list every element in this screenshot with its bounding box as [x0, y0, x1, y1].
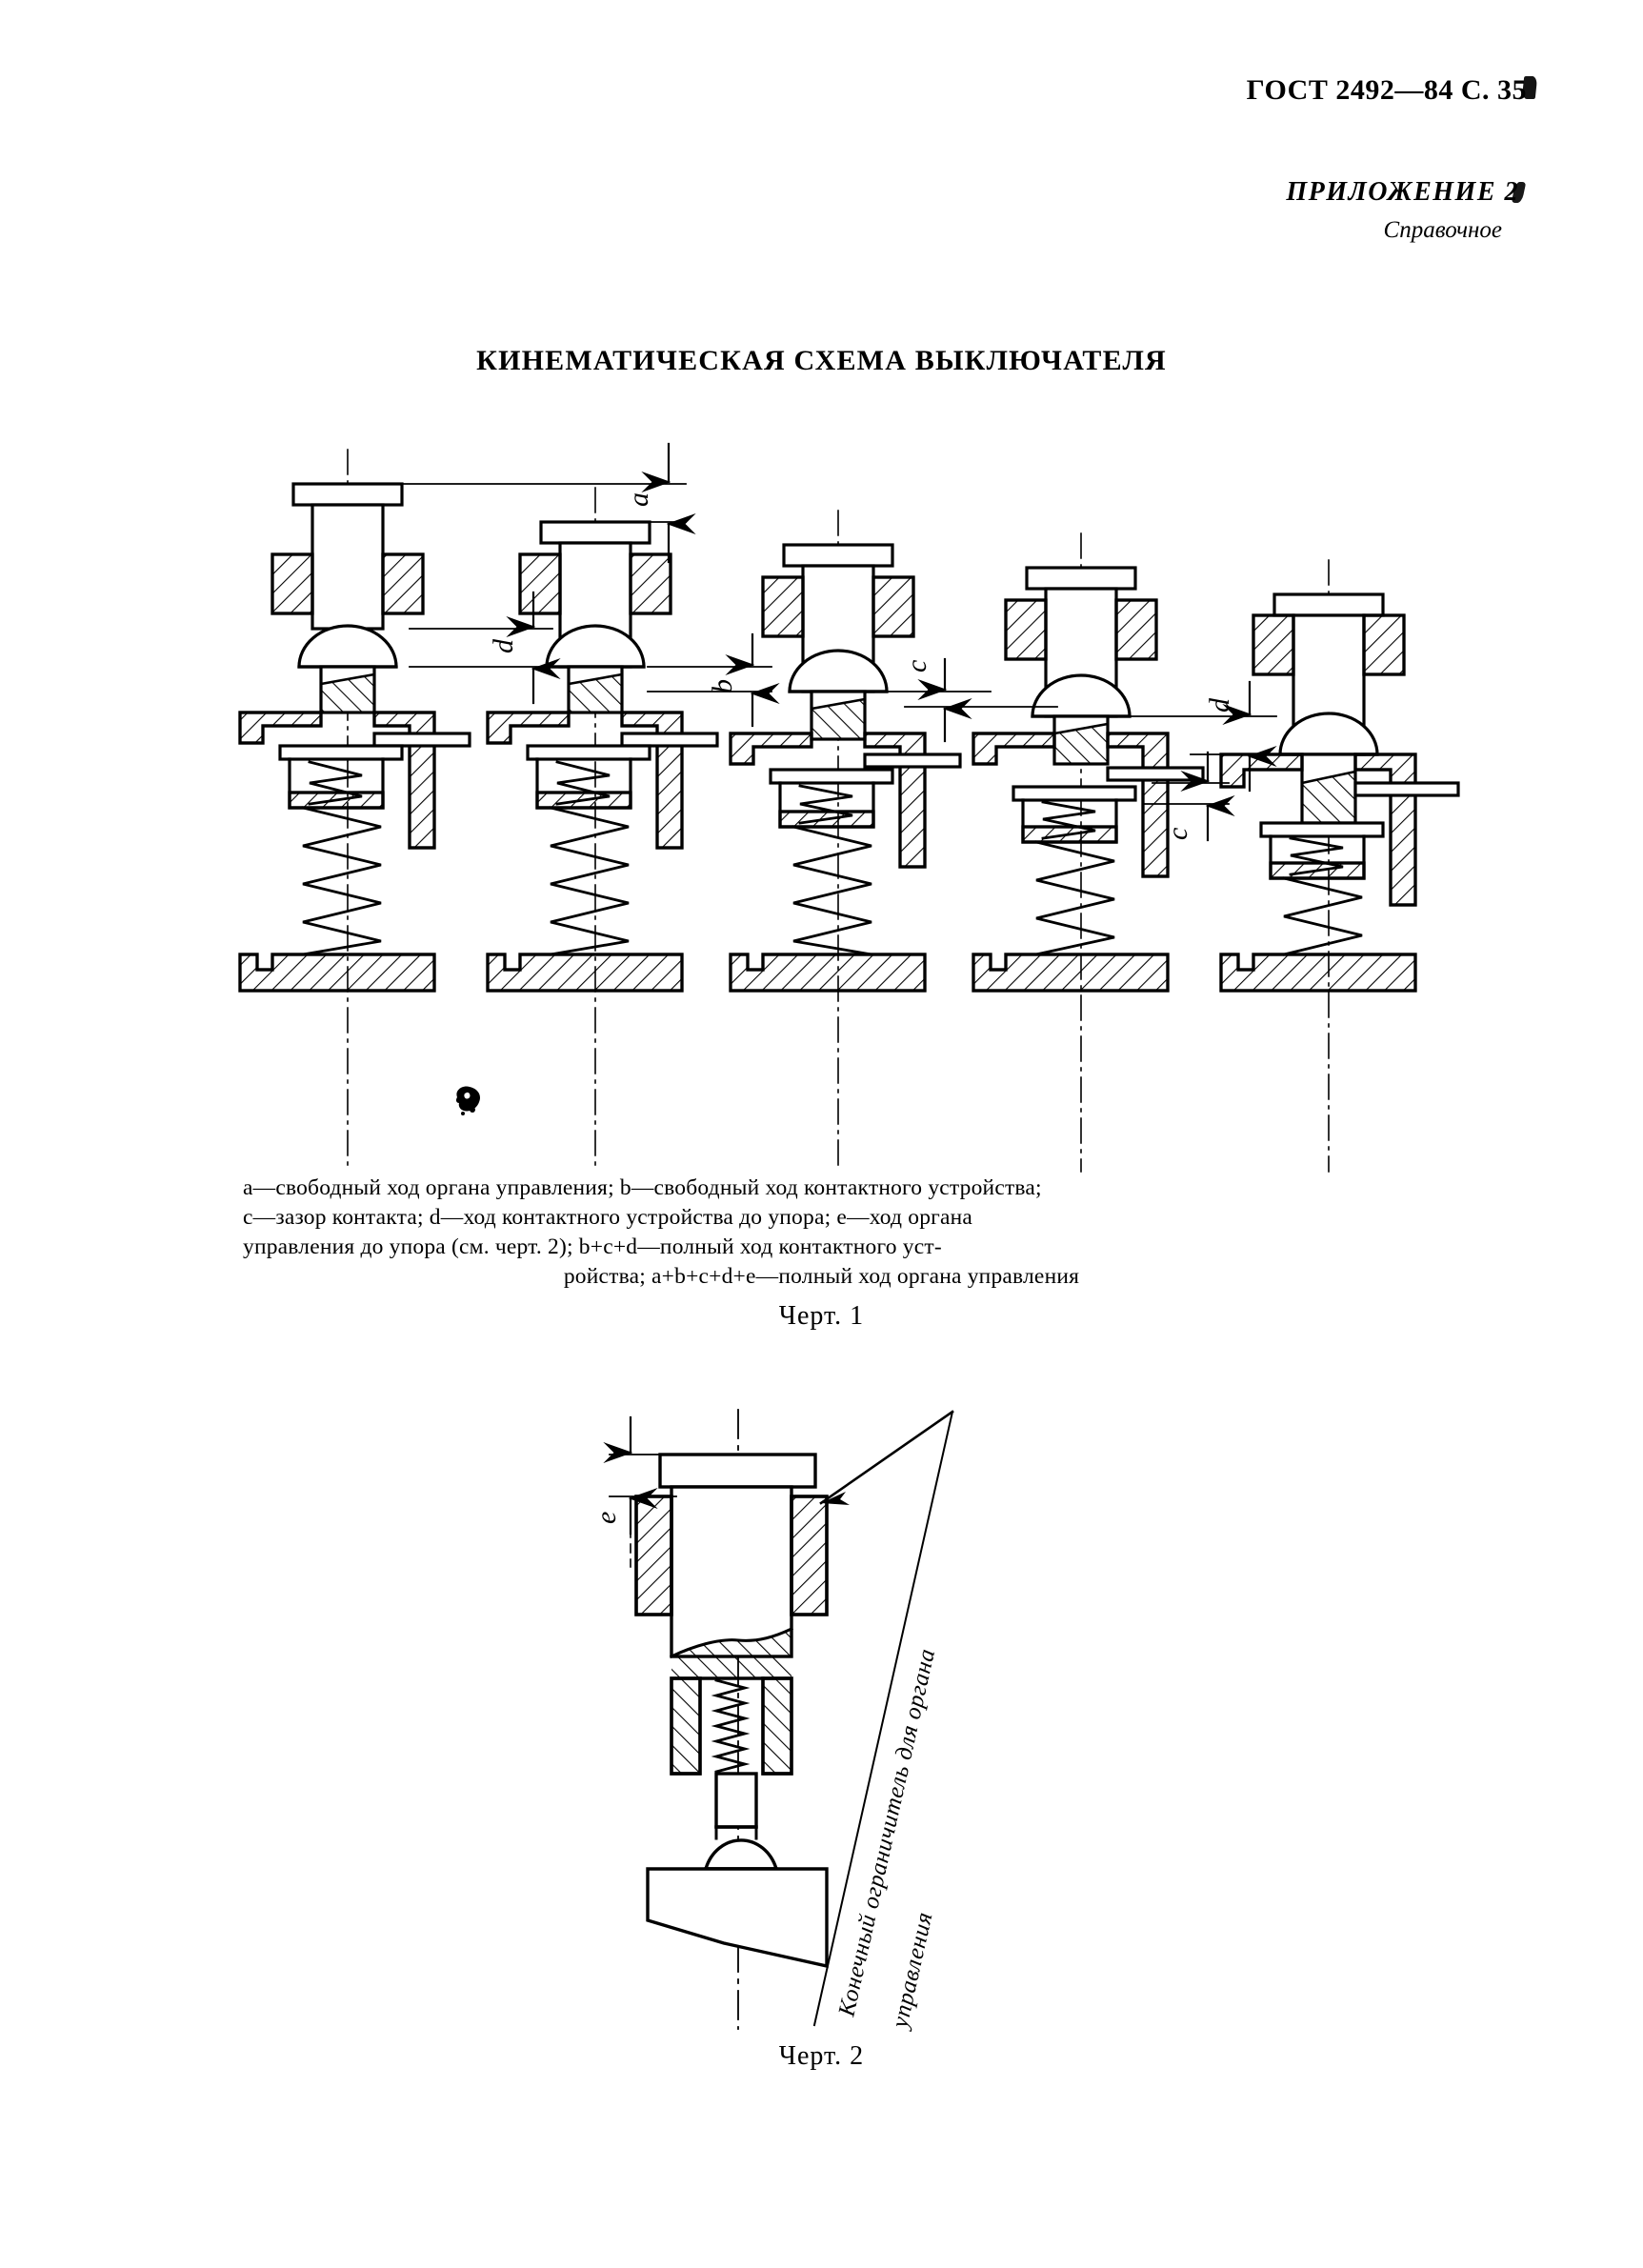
- page-title: КИНЕМАТИЧЕСКАЯ СХЕМА ВЫКЛЮЧАТЕЛЯ: [476, 345, 1167, 376]
- caption-line-1: a—свободный ход органа управления; b—сво…: [243, 1175, 1042, 1200]
- dimension-label-b: b: [707, 679, 738, 693]
- ink-blot-artifact: [451, 1084, 486, 1116]
- appendix-number: 2: [1504, 177, 1519, 207]
- dimension-c-stage3: [847, 657, 1058, 743]
- standard-number: ГОСТ 2492—84 С. 3: [1246, 74, 1513, 106]
- dimension-label-d2: d: [1204, 697, 1235, 713]
- caption-line-3: управления до упора (см. черт. 2); b+c+d…: [243, 1234, 942, 1259]
- callout-text-line-2: управления: [887, 1910, 938, 2033]
- figure-2-label: Черт. 2: [778, 2041, 865, 2071]
- dimension-a: [390, 442, 696, 564]
- dimension-d-stage5: [1123, 680, 1282, 793]
- figure-1-caption: a—свободный ход органа управления; b—сво…: [243, 1174, 1400, 1292]
- caption-line-2: c—зазор контакта; d—ход контактного устр…: [243, 1205, 973, 1230]
- dimension-c-stage5: [1142, 751, 1235, 842]
- appendix-kind: Справочное: [1383, 217, 1502, 243]
- dimension-label-a: a: [623, 492, 654, 507]
- dimension-label-c: c: [901, 660, 932, 672]
- page-number-smudged: 5: [1512, 74, 1527, 106]
- figure-1-label: Черт. 1: [778, 1301, 865, 1331]
- dimension-label-e: e: [591, 1512, 622, 1524]
- dimension-label-c2: c: [1162, 828, 1193, 840]
- dimension-label-d: d: [488, 638, 519, 653]
- page-header-standard: ГОСТ 2492—84 С. 35: [1247, 74, 1527, 107]
- dimension-b-stage2: [647, 632, 780, 728]
- appendix-label: ПРИЛОЖЕНИЕ: [1286, 177, 1505, 207]
- appendix-heading: ПРИЛОЖЕНИЕ 2: [1286, 177, 1519, 208]
- figure-2-drawing: Конечный ограничитель для органа управле…: [571, 1400, 1105, 2067]
- dimension-d-stage1: [409, 591, 561, 705]
- callout-leader: [812, 1410, 954, 2027]
- caption-line-4: ройства; a+b+c+d+e—полный ход органа упр…: [563, 1264, 1080, 1289]
- figure-1-drawing: a d b c d c: [238, 442, 1476, 1173]
- dimension-e: [603, 1415, 677, 1568]
